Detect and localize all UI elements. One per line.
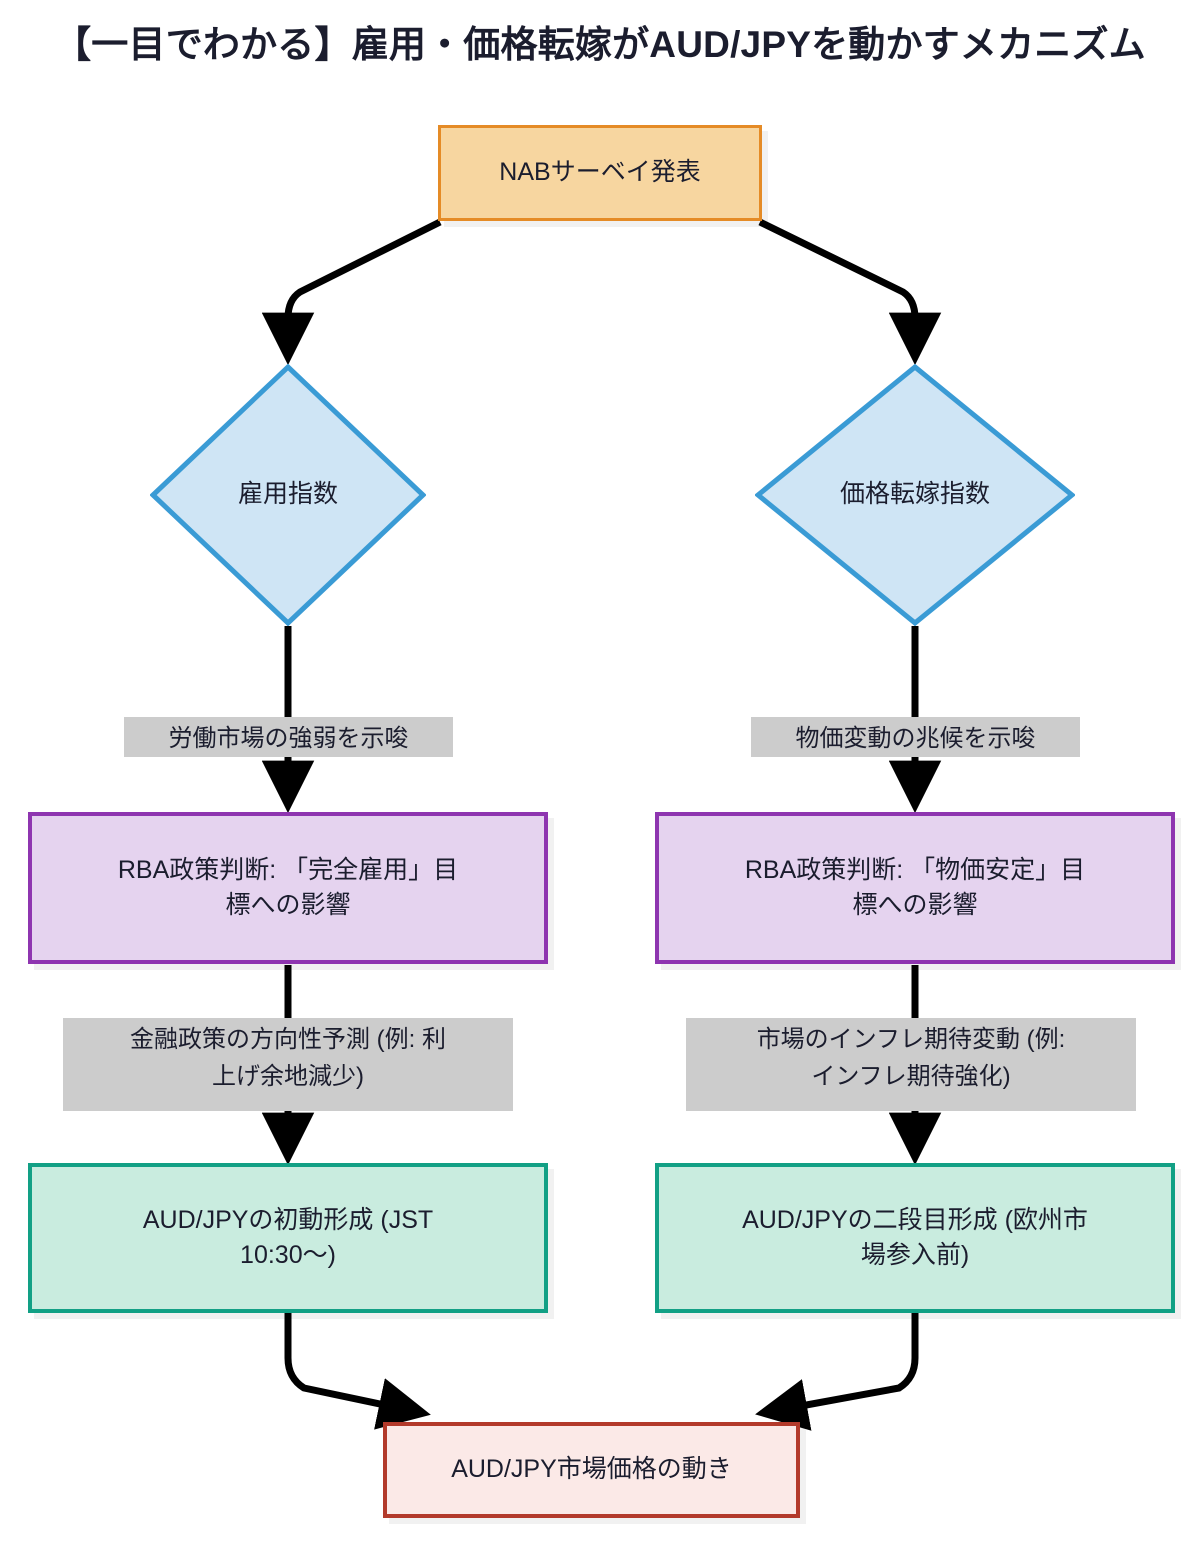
diamond-shape [150, 364, 426, 626]
edge-start-to-price-index [758, 218, 942, 366]
node-label: AUD/JPYの二段目形成 (欧州市 場参入前) [742, 1205, 1088, 1270]
node-employment-index[interactable]: 雇用指数 [150, 364, 426, 626]
node-label: RBA政策判断: 「完全雇用」目 標への影響 [117, 855, 459, 920]
node-rba-full-employment[interactable]: RBA政策判断: 「完全雇用」目 標への影響 [28, 812, 548, 964]
node-audjpy-market-price[interactable]: AUD/JPY市場価格の動き [383, 1422, 800, 1518]
edge-second-move-to-market-price [755, 1313, 919, 1431]
edge-initial-move-to-market-price [284, 1313, 431, 1430]
node-price-passthrough-index[interactable]: 価格転嫁指数 [755, 364, 1075, 626]
node-label: NABサーベイ発表 [499, 158, 701, 187]
edge-label-inflation-expectation-shift: 市場のインフレ期待変動 (例: インフレ期待強化) [686, 1018, 1136, 1111]
node-audjpy-initial-move[interactable]: AUD/JPYの初動形成 (JST 10:30〜) [28, 1163, 548, 1313]
edge-start-to-employment [261, 218, 442, 366]
node-label: AUD/JPYの初動形成 (JST 10:30〜) [142, 1205, 434, 1270]
node-audjpy-second-move[interactable]: AUD/JPYの二段目形成 (欧州市 場参入前) [655, 1163, 1175, 1313]
edge-label-labor-market-signal: 労働市場の強弱を示唆 [124, 717, 453, 757]
node-rba-price-stability[interactable]: RBA政策判断: 「物価安定」目 標への影響 [655, 812, 1175, 964]
edge-label-policy-direction-forecast: 金融政策の方向性予測 (例: 利 上げ余地減少) [63, 1018, 513, 1111]
node-label: RBA政策判断: 「物価安定」目 標への影響 [744, 855, 1086, 920]
node-nab-survey-release[interactable]: NABサーベイ発表 [438, 125, 762, 221]
node-label: 価格転嫁指数 [839, 480, 990, 509]
diamond-shape [755, 364, 1075, 626]
node-label: AUD/JPY市場価格の動き [451, 1455, 732, 1484]
node-label: 雇用指数 [237, 480, 338, 509]
page-title: 【一目でわかる】雇用・価格転嫁がAUD/JPYを動かすメカニズム [54, 24, 1146, 65]
edge-label-price-change-signal: 物価変動の兆候を示唆 [751, 717, 1080, 757]
